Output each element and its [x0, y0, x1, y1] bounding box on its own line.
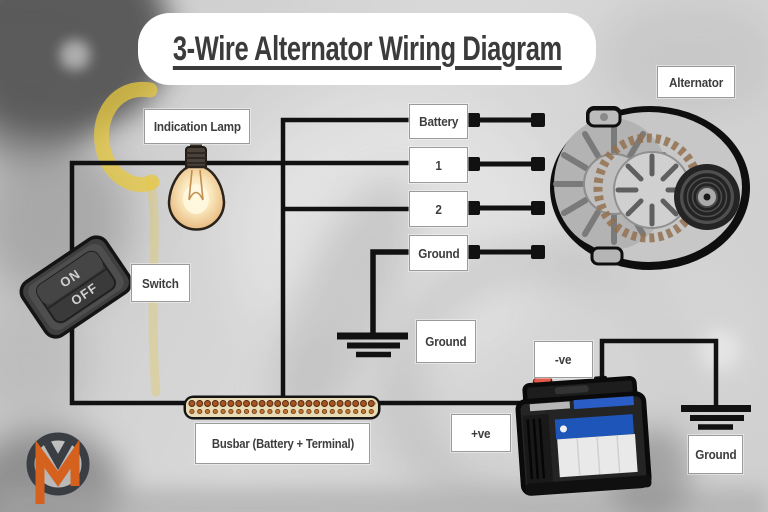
label-busbar: Busbar (Battery + Terminal) — [195, 423, 370, 464]
page-title: 3-Wire Alternator Wiring Diagram — [172, 29, 562, 68]
wire-battery-riser — [280, 117, 410, 397]
wire-battery-ground — [599, 338, 719, 406]
terminal-box-1: 1 — [409, 147, 468, 183]
title-banner: 3-Wire Alternator Wiring Diagram — [138, 13, 596, 85]
label-ground-engine: Ground — [416, 320, 476, 363]
alternator-image — [550, 106, 750, 270]
bg-blob — [600, 0, 768, 120]
battery-ground-symbol — [681, 405, 751, 430]
engine-ground-symbol — [337, 332, 408, 358]
bg-blob — [60, 40, 90, 70]
bg-blob — [700, 330, 740, 370]
alternator-terminal-connectors — [466, 113, 545, 259]
label-battery-negative: -ve — [534, 341, 593, 378]
label-ground-battery: Ground — [688, 435, 743, 474]
battery-image — [515, 375, 652, 496]
brand-logo — [26, 432, 90, 504]
indication-lamp-bulb — [167, 143, 226, 231]
terminal-box-ground: Ground — [409, 235, 468, 271]
label-alternator: Alternator — [657, 66, 735, 98]
wire-terminal-ground — [370, 249, 410, 334]
terminal-box-battery: Battery — [409, 104, 468, 139]
label-indication-lamp: Indication Lamp — [144, 109, 250, 144]
terminal-box-2: 2 — [409, 191, 468, 227]
busbar-component — [183, 395, 381, 420]
label-battery-positive: +ve — [451, 414, 511, 452]
switch-component: ON OFF — [19, 235, 133, 339]
label-switch: Switch — [131, 264, 190, 302]
